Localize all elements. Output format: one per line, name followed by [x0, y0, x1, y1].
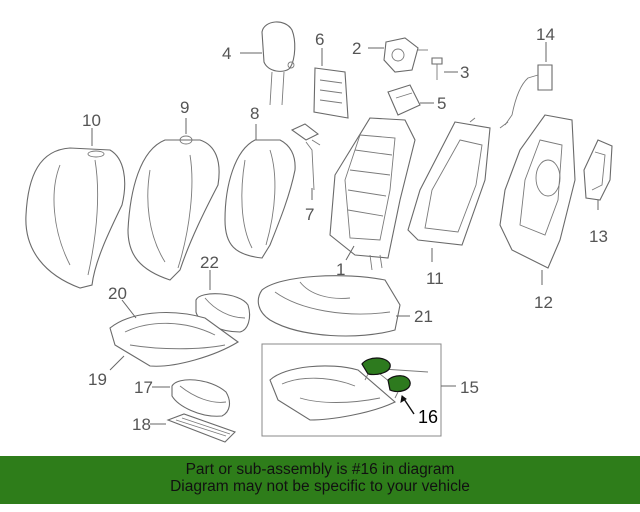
part-8-back-insert[interactable]: [224, 139, 296, 259]
part-17-bolster[interactable]: [171, 379, 231, 417]
parts-diagram: 10 9 8 4 6 7 2: [25, 21, 613, 443]
callout-6: 6: [315, 30, 324, 49]
banner-line-1: Part or sub-assembly is #16 in diagram: [185, 461, 455, 478]
part-11-back-panel[interactable]: [407, 117, 491, 246]
part-3-bolt[interactable]: [431, 57, 443, 80]
part-20-cushion-pad[interactable]: [109, 311, 239, 367]
callout-21: 21: [414, 307, 433, 326]
part-5-bracket[interactable]: [387, 84, 421, 116]
part-18-mat[interactable]: [166, 413, 237, 443]
part-15-assembly-box[interactable]: [261, 343, 442, 437]
part-12-back-shell[interactable]: [499, 114, 576, 269]
callout-14: 14: [536, 25, 555, 44]
callout-7: 7: [305, 205, 314, 224]
info-banner: Part or sub-assembly is #16 in diagram D…: [0, 456, 640, 504]
part-1-seat-back-frame[interactable]: [329, 117, 416, 271]
part-6-lumbar-panel[interactable]: [313, 67, 349, 119]
part-16-highlighted[interactable]: [361, 357, 429, 399]
part-21-cushion-cover[interactable]: [257, 275, 401, 337]
callout-12: 12: [534, 293, 553, 312]
callout-2: 2: [352, 39, 361, 58]
banner-line-2: Diagram may not be specific to your vehi…: [170, 478, 470, 495]
callout-15: 15: [460, 378, 479, 397]
callout-4: 4: [222, 44, 231, 63]
part-13-side-cover[interactable]: [583, 139, 613, 201]
callout-3: 3: [460, 63, 469, 82]
callout-18: 18: [132, 415, 151, 434]
callout-10: 10: [82, 111, 101, 130]
callout-9: 9: [180, 98, 189, 117]
callout-11: 11: [426, 269, 444, 288]
callout-17: 17: [134, 378, 153, 397]
part-14-module[interactable]: [499, 64, 553, 129]
part-4-headrest[interactable]: [261, 21, 296, 106]
part-2-adjuster[interactable]: [383, 37, 428, 73]
callout-8: 8: [250, 104, 259, 123]
part-10-seat-back-cover[interactable]: [25, 147, 126, 289]
callout-20: 20: [108, 284, 127, 303]
part-9-seat-back-pad[interactable]: [127, 135, 220, 281]
callout-1: 1: [336, 260, 345, 279]
callout-16: 16: [418, 407, 438, 427]
callout-19: 19: [88, 370, 107, 389]
callout-5: 5: [437, 94, 446, 113]
callout-13: 13: [589, 227, 608, 246]
callout-22: 22: [200, 253, 219, 272]
part-7-switch[interactable]: [290, 123, 321, 191]
